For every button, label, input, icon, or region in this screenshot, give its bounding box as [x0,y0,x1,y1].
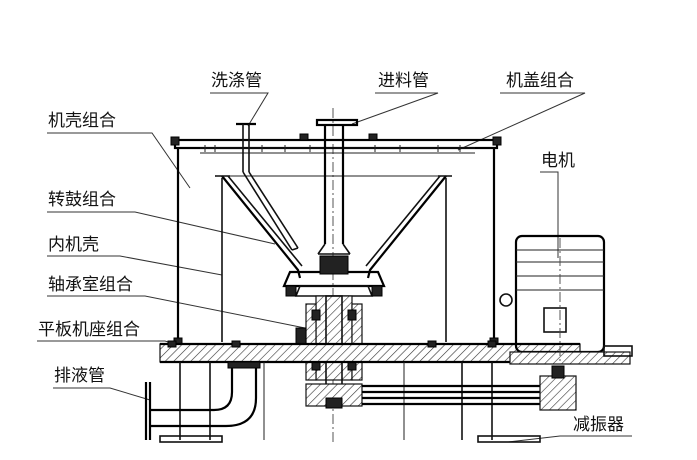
label-cover-assembly: 机盖组合 [506,71,574,91]
label-drain-pipe: 排液管 [54,366,105,386]
label-feed-pipe: 进料管 [378,71,429,91]
label-motor: 电机 [541,151,575,171]
motor [499,234,633,365]
label-damper: 减振器 [573,415,624,435]
label-base-assembly: 平板机座组合 [38,320,140,340]
label-inner-casing: 内机壳 [48,235,99,255]
feed-pipe [315,118,359,255]
drum-assembly [216,175,452,297]
labels: 洗涤管 进料管 机盖组合 机壳组合 电机 转鼓组合 内机壳 轴承室组合 平板机座… [38,71,624,435]
washing-pipe [236,122,299,251]
drain-pipe [144,361,261,440]
label-bearing-housing-assembly: 轴承室组合 [48,275,133,295]
label-casing-assembly: 机壳组合 [48,111,116,131]
label-drum-assembly: 转鼓组合 [48,190,116,210]
belt-drive [362,365,577,411]
bearing-housing-assembly [295,255,363,409]
cover-assembly [170,133,502,154]
label-washing-pipe: 洗涤管 [211,71,262,91]
